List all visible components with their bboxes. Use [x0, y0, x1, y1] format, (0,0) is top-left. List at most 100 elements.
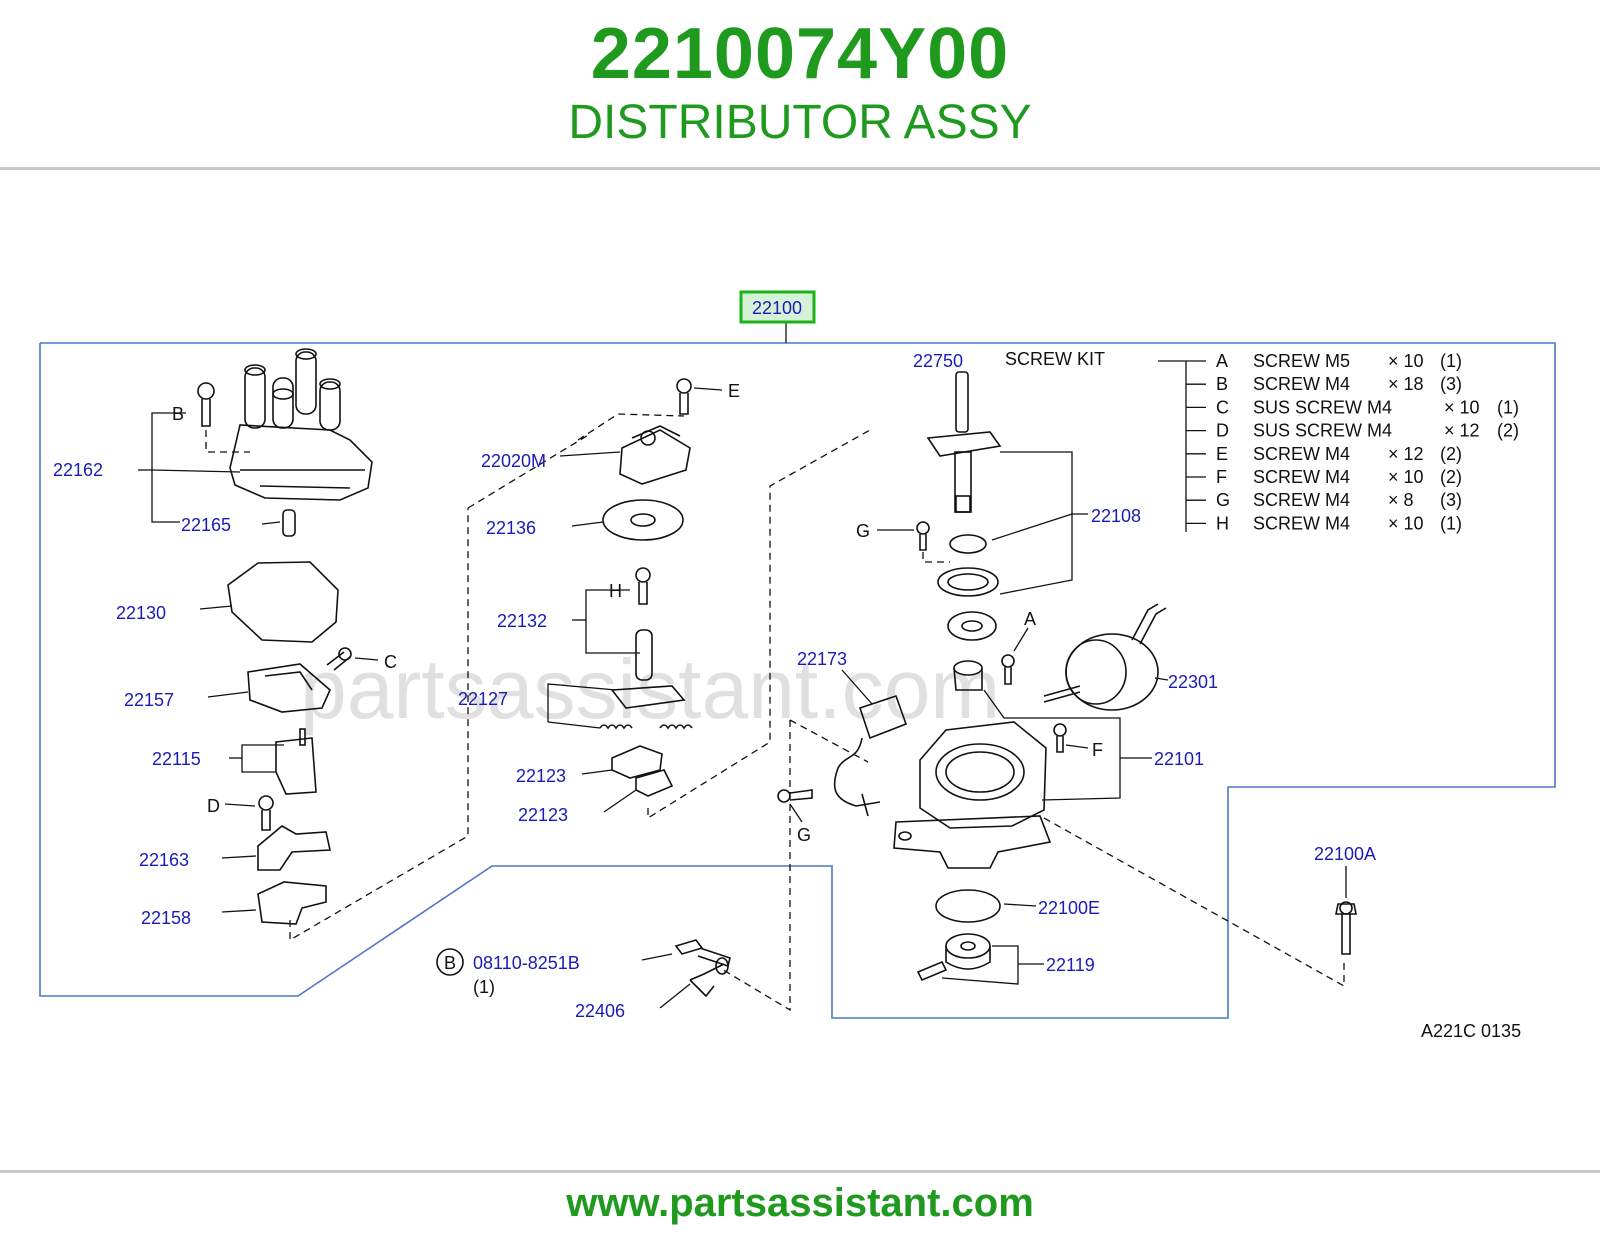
screw-kit-key: F	[1216, 467, 1227, 487]
screw-g-lower-drawing	[777, 789, 813, 803]
screw-letter-f: F	[1092, 740, 1103, 760]
screw-kit-qty: (2)	[1440, 444, 1462, 464]
screw-kit-size: × 10	[1444, 397, 1480, 417]
part-label-22115[interactable]: 22115	[152, 749, 201, 769]
part-label-22101[interactable]: 22101	[1154, 749, 1204, 769]
screw-kit-desc: SCREW M4	[1253, 467, 1350, 487]
screw-kit-row-f[interactable]: F SCREW M4 × 10 (2)	[1186, 467, 1462, 487]
screw-letter-h: H	[609, 581, 622, 601]
screw-kit-row-c[interactable]: C SUS SCREW M4 × 10 (1)	[1186, 397, 1519, 417]
distributor-housing-drawing	[893, 721, 1052, 869]
part-label-22108[interactable]: 22108	[1091, 506, 1141, 526]
screw-kit-size: × 12	[1444, 421, 1480, 441]
screw-kit-desc: SCREW M4	[1253, 444, 1350, 464]
part-label-22119[interactable]: 22119	[1046, 955, 1095, 975]
screw-kit-title: SCREW KIT	[1005, 349, 1105, 369]
screw-letter-b: B	[172, 404, 184, 424]
part-label-22158[interactable]: 22158	[141, 908, 191, 928]
part-label-22173[interactable]: 22173	[797, 649, 847, 669]
header-divider	[0, 167, 1600, 170]
screw-kit-key: C	[1216, 397, 1229, 417]
part-label-22127[interactable]: 22127	[458, 689, 508, 709]
svg-text:22100: 22100	[752, 298, 802, 318]
part-label-22130[interactable]: 22130	[116, 603, 166, 623]
parts-diagram: partsassistant.com 22100 B 22162 22165 2…	[39, 290, 1556, 1041]
screw-kit-size: × 18	[1388, 374, 1424, 394]
screw-kit-row-d[interactable]: D SUS SCREW M4 × 12 (2)	[1186, 421, 1519, 441]
governor-shaft-drawing	[610, 567, 686, 709]
part-label-22301[interactable]: 22301	[1168, 672, 1218, 692]
footer-site-url[interactable]: www.partsassistant.com	[566, 1181, 1034, 1225]
screw-letter-a: A	[1024, 609, 1036, 629]
screw-kit-size: × 8	[1388, 490, 1414, 510]
part-label-22123-lower[interactable]: 22123	[518, 805, 568, 825]
part-label-22165[interactable]: 22165	[181, 515, 231, 535]
screw-kit-desc: SCREW M4	[1253, 490, 1350, 510]
assembly-label-22100[interactable]: 22100	[739, 290, 816, 324]
screw-kit-key: D	[1216, 421, 1229, 441]
screw-letter-g-lower: G	[797, 825, 811, 845]
screw-kit-key: A	[1216, 351, 1228, 371]
governor-weights-drawing	[611, 745, 674, 797]
part-label-22157[interactable]: 22157	[124, 690, 174, 710]
part-qty-08110-8251b: (1)	[473, 977, 495, 997]
screw-kit-desc: SUS SCREW M4	[1253, 397, 1392, 417]
watermark: partsassistant.com	[300, 642, 1000, 736]
part-label-22123-upper[interactable]: 22123	[516, 766, 566, 786]
part-label-22163[interactable]: 22163	[139, 850, 189, 870]
screw-kit-desc: SCREW M5	[1253, 351, 1350, 371]
assembly-frame	[39, 342, 1556, 1019]
screw-kit-qty: (1)	[1497, 397, 1519, 417]
screw-letter-c: C	[384, 652, 397, 672]
footer-divider	[0, 1170, 1600, 1173]
connector-drawing	[833, 694, 908, 817]
part-label-22750[interactable]: 22750	[913, 351, 963, 371]
part-label-22132[interactable]: 22132	[497, 611, 547, 631]
part-label-22136[interactable]: 22136	[486, 518, 536, 538]
screw-kit-desc: SUS SCREW M4	[1253, 421, 1392, 441]
screw-letter-e: E	[728, 381, 740, 401]
signal-rotor-drawing	[275, 728, 317, 795]
collar-and-pin-drawing	[916, 933, 991, 982]
vacuum-controller-drawing	[1043, 603, 1167, 711]
part-label-22020m[interactable]: 22020M	[481, 451, 546, 471]
screw-b-drawing	[197, 382, 250, 453]
part-label-22100a[interactable]: 22100A	[1314, 844, 1376, 864]
part-number-title: 2210074Y00	[590, 14, 1010, 94]
part-label-22406[interactable]: 22406	[575, 1001, 625, 1021]
screw-kit-desc: SCREW M4	[1253, 513, 1350, 533]
mounting-bolt-drawing	[1335, 901, 1357, 955]
pickup-plate-drawing	[257, 825, 331, 871]
screw-kit-bracket	[1158, 360, 1187, 532]
screw-kit-qty: (2)	[1440, 467, 1462, 487]
screw-f-drawing	[1053, 723, 1067, 753]
screw-kit-qty: (2)	[1497, 421, 1519, 441]
screw-kit-row-a[interactable]: A SCREW M5 × 10 (1)	[1186, 351, 1462, 371]
part-label-22162[interactable]: 22162	[53, 460, 103, 480]
screw-kit-size: × 10	[1388, 467, 1424, 487]
screw-kit-qty: (1)	[1440, 351, 1462, 371]
bolt-and-bracket-drawing	[674, 939, 731, 998]
distributor-shaft-drawing	[926, 371, 1002, 691]
callout-circle-b: B	[436, 948, 464, 976]
rotor-head-drawing	[247, 647, 352, 713]
screw-kit-size: × 12	[1388, 444, 1424, 464]
housing-gasket-drawing	[935, 889, 1001, 923]
part-label-08110-8251b[interactable]: 08110-8251B	[473, 953, 580, 973]
screw-e-drawing	[676, 378, 692, 415]
screw-kit-qty: (1)	[1440, 513, 1462, 533]
carbon-point-drawing	[282, 509, 296, 537]
part-label-22100e[interactable]: 22100E	[1038, 898, 1100, 918]
screw-kit-key: G	[1216, 490, 1230, 510]
screw-kit-key: H	[1216, 513, 1229, 533]
screw-kit-qty: (3)	[1440, 374, 1462, 394]
screw-kit-size: × 10	[1388, 351, 1424, 371]
screw-kit-qty: (3)	[1440, 490, 1462, 510]
governor-springs-drawing	[599, 724, 693, 730]
screw-kit-row-g[interactable]: G SCREW M4 × 8 (3)	[1186, 490, 1462, 510]
figure-code: A221C 0135	[1421, 1021, 1521, 1041]
